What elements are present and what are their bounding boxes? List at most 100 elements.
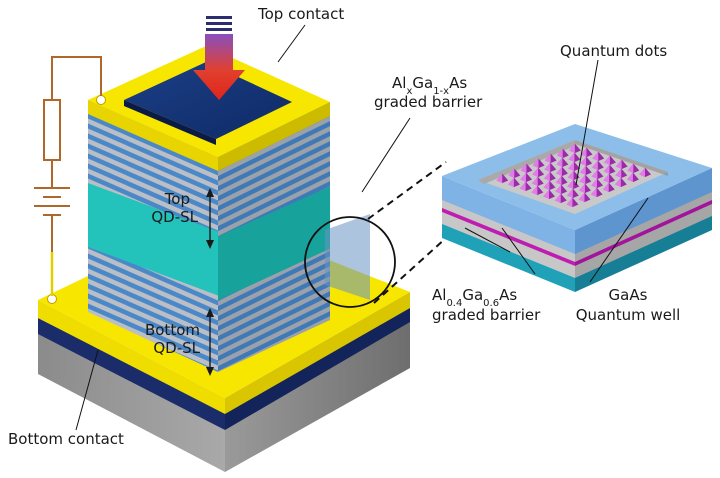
quantum-dot-shade xyxy=(514,168,521,179)
label-bottom-qdsl: Bottom QD-SL xyxy=(145,321,201,357)
quantum-dot xyxy=(520,172,526,183)
superlattice-layer xyxy=(88,160,218,231)
quantum-dot xyxy=(591,169,598,180)
quantum-dot-shade xyxy=(632,172,639,183)
quantum-dot xyxy=(555,184,562,195)
superlattice-layer xyxy=(218,256,330,325)
leader-lines xyxy=(75,24,649,431)
quantum-dot xyxy=(568,143,575,154)
quantum-dot xyxy=(520,163,527,174)
quantum-dot-shade xyxy=(609,164,616,175)
quantum-dot xyxy=(519,181,526,192)
incident-light-arrow-icon xyxy=(193,16,245,100)
superlattice-layer xyxy=(218,246,330,315)
callout-dashed-lines xyxy=(367,161,447,304)
battery-icon xyxy=(34,187,70,216)
quantum-dot-shade xyxy=(609,155,616,166)
superlattice-layer xyxy=(218,126,330,195)
top-contact-terminal xyxy=(96,95,106,105)
quantum-dot-shade xyxy=(550,153,557,164)
quantum-dot-shade xyxy=(597,169,604,180)
superlattice-layer xyxy=(88,150,218,221)
bias-circuit xyxy=(34,56,102,252)
quantum-dot xyxy=(543,189,549,200)
quantum-dot xyxy=(556,148,563,159)
quantum-dot xyxy=(543,180,550,191)
quantum-dot-shade xyxy=(572,188,579,199)
superlattice-layer xyxy=(218,286,330,355)
quantum-dot-shade xyxy=(572,197,579,208)
svg-text:Top: Top xyxy=(164,190,190,208)
quantum-dot-shade xyxy=(598,151,605,162)
superlattice-layer xyxy=(218,146,330,215)
quantum-dot xyxy=(566,188,573,199)
quantum-dot xyxy=(531,176,538,187)
quantum-dot-shade xyxy=(526,172,532,183)
quantum-dot-shade xyxy=(538,158,545,169)
quantum-dot-shade xyxy=(550,162,557,173)
quantum-dot-shade xyxy=(562,148,569,159)
quantum-dot xyxy=(566,197,573,208)
quantum-dot-inset xyxy=(442,124,712,292)
label-top-contact: Top contact xyxy=(257,5,344,23)
quantum-dot xyxy=(579,165,586,176)
quantum-dot xyxy=(626,172,633,183)
superlattice-layer xyxy=(218,276,330,345)
quantum-dot-shade xyxy=(586,147,593,158)
quantum-dot xyxy=(508,168,515,179)
quantum-dot xyxy=(567,170,574,181)
quantum-dot xyxy=(568,161,574,172)
quantum-dot-shade xyxy=(584,192,591,203)
quantum-dot xyxy=(544,153,551,164)
quantum-dot xyxy=(555,175,562,186)
quantum-dot-shade xyxy=(525,181,532,192)
superlattice-layer xyxy=(88,130,218,201)
quantum-dot-shade xyxy=(538,167,545,178)
quantum-dot xyxy=(567,179,574,190)
quantum-dot xyxy=(603,173,610,184)
quantum-dot xyxy=(554,193,561,204)
quantum-dot-shade xyxy=(585,165,592,176)
label-bottom-contact: Bottom contact xyxy=(8,430,124,448)
quantum-dot xyxy=(639,167,645,178)
quantum-dot xyxy=(627,163,634,174)
quantum-dot-shade xyxy=(620,177,627,188)
quantum-dot-shade xyxy=(526,163,533,174)
superlattice-layer xyxy=(218,296,330,365)
quantum-dot-shade xyxy=(597,160,604,171)
quantum-dot xyxy=(555,166,562,177)
quantum-dot-shade xyxy=(633,163,640,174)
superlattice-layer xyxy=(218,136,330,205)
quantum-dot-shade xyxy=(574,143,581,154)
quantum-dot-shade xyxy=(561,175,568,186)
svg-text:QD-SL: QD-SL xyxy=(151,208,198,226)
superlattice-layer xyxy=(88,250,218,321)
quantum-dot-shade xyxy=(584,183,591,194)
quantum-dot-shade xyxy=(585,174,592,185)
resistor-icon xyxy=(43,99,61,161)
svg-text:Top contact: Top contact xyxy=(257,5,344,23)
svg-text:GaAs: GaAs xyxy=(609,286,648,304)
quantum-dot xyxy=(603,155,610,166)
label-top-qdsl: Top QD-SL xyxy=(151,190,198,226)
quantum-dot xyxy=(592,151,599,162)
top-contact-frame xyxy=(88,46,330,171)
quantum-dot xyxy=(591,178,597,189)
superlattice-layer xyxy=(88,270,218,341)
svg-text:Al0.4Ga0.6As: Al0.4Ga0.6As xyxy=(432,286,517,309)
quantum-dot xyxy=(507,177,514,188)
superlattice-layer xyxy=(218,266,330,335)
label-quantum-dots: Quantum dots xyxy=(560,42,667,60)
label-al04ga06as-barrier: Al0.4Ga0.6As graded barrier xyxy=(432,286,541,324)
label-gaas-quantum-well: GaAs Quantum well xyxy=(576,286,681,324)
quantum-dot xyxy=(580,147,587,158)
quantum-dot-shade xyxy=(621,159,628,170)
quantum-dot-shade xyxy=(561,184,568,195)
svg-text:graded barrier: graded barrier xyxy=(374,93,483,111)
superlattice-layer xyxy=(88,300,218,371)
quantum-dot-shade xyxy=(537,185,544,196)
quantum-dot-shade xyxy=(597,178,603,189)
superlattice-layer xyxy=(218,306,330,372)
quantum-dot-shade xyxy=(561,166,568,177)
